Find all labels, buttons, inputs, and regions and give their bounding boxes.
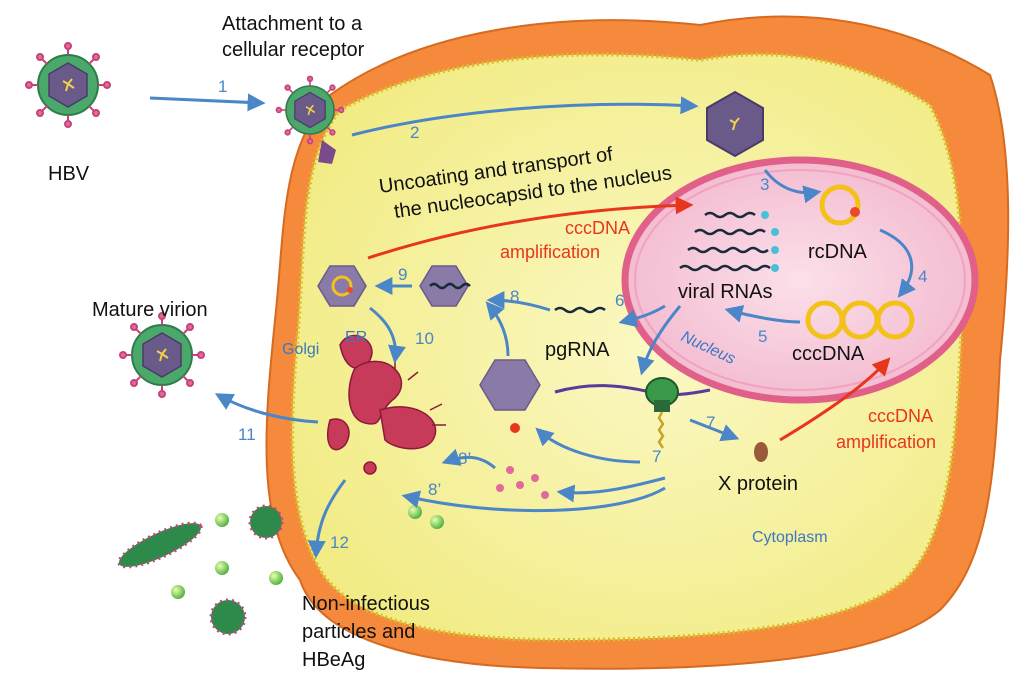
- arrow-step-6a: [618, 304, 666, 328]
- arrow-step-3: [763, 169, 822, 204]
- step-number-8-prime-b: 8’: [428, 480, 441, 499]
- step-number-9: 9: [398, 265, 407, 284]
- cellular-receptor-icon: [318, 140, 336, 164]
- arrow-step-6b: [637, 305, 682, 376]
- arrow-step-8-prime-b: [401, 486, 666, 513]
- label-noninfectious-line1: Non-infectious: [302, 593, 430, 615]
- step-number-11: 11: [238, 425, 256, 444]
- label-noninfectious-line2: particles and: [302, 621, 415, 643]
- step-number-4: 4: [918, 267, 927, 286]
- arrow-cccdna-amplification-right: [779, 357, 891, 442]
- label-golgi: Golgi: [282, 341, 319, 358]
- label-cccdna-amplification-top-line1: cccDNA: [565, 218, 630, 238]
- filamentous-particle-icon: [117, 521, 203, 569]
- arrow-cccdna-amplification-top: [367, 196, 694, 260]
- arrow-step-12: [307, 479, 347, 559]
- step-number-5: 5: [758, 327, 767, 346]
- hbeag-particles-icon: [171, 513, 283, 599]
- step-number-10: 10: [415, 329, 434, 348]
- arrow-step-2: [351, 96, 699, 137]
- label-hbv: HBV: [48, 163, 90, 185]
- empty-capsid-hexagon-icon: [479, 359, 541, 411]
- mature-virion-icon: [119, 312, 205, 398]
- hbv-virion-icon: [25, 42, 111, 128]
- arrow-step-4: [879, 228, 917, 298]
- spherical-particle-icon: [209, 504, 284, 636]
- step-number-3: 3: [760, 175, 769, 194]
- pgrna-icon: [554, 306, 606, 314]
- hbsag-particle-icon: [430, 515, 444, 529]
- envelope-proteins-icon: [496, 466, 549, 499]
- hbsag-particle-icon: [408, 505, 422, 519]
- label-viral-rnas: viral RNAs: [678, 281, 772, 303]
- rcdna-icon: [819, 184, 861, 226]
- arrow-step-8: [486, 291, 551, 312]
- label-attachment-line1: Attachment to a: [222, 13, 363, 35]
- x-protein-icon: [754, 442, 768, 462]
- step-number-6: 6: [615, 291, 624, 310]
- label-cccdna-amplification-top-line2: amplification: [500, 242, 600, 262]
- arrow-step-7-golgi: [556, 476, 666, 503]
- label-cccdna: cccDNA: [792, 343, 865, 365]
- arrow-step-8-up: [485, 301, 510, 357]
- arrow-step-8-prime-a: [441, 448, 496, 470]
- label-cccdna-amplification-right-line1: cccDNA: [868, 406, 933, 426]
- arrow-step-10: [369, 306, 406, 364]
- label-attachment-line2: cellular receptor: [222, 39, 365, 61]
- arrow-step-11: [214, 393, 319, 424]
- mature-capsid-hexagon-icon: [317, 265, 367, 307]
- pgrna-capsid-hexagon-icon: [419, 265, 469, 307]
- step-number-8: 8: [510, 287, 519, 306]
- arrow-step-1: [149, 93, 266, 112]
- arrow-step-7-x: [689, 418, 740, 442]
- step-number-2: 2: [410, 123, 419, 142]
- nucleus: [621, 156, 979, 404]
- arrow-step-5: [724, 305, 801, 324]
- label-pgrna: pgRNA: [545, 339, 610, 361]
- label-x-protein: X protein: [718, 473, 798, 495]
- golgi-er-icon: [326, 334, 437, 475]
- attaching-virion-icon: [275, 75, 345, 145]
- step-number-8-prime-a: 8’: [458, 449, 471, 468]
- label-cytoplasm: Cytoplasm: [752, 529, 828, 546]
- step-number-12: 12: [330, 533, 349, 552]
- label-noninfectious-line3: HBeAg: [302, 649, 365, 671]
- step-number-7a: 7: [706, 413, 715, 432]
- step-number-7b: 7: [652, 447, 661, 466]
- label-rcdna: rcDNA: [808, 241, 868, 263]
- cccdna-icon: [805, 300, 915, 340]
- viral-rnas-icon: [679, 211, 771, 272]
- label-mature-virion: Mature virion: [92, 299, 208, 321]
- step-number-1: 1: [218, 77, 227, 96]
- label-er: ER: [345, 329, 367, 346]
- ribosome-icon: [645, 377, 679, 412]
- arrow-step-7-capsid: [535, 427, 641, 464]
- label-cccdna-amplification-right-line2: amplification: [836, 432, 936, 452]
